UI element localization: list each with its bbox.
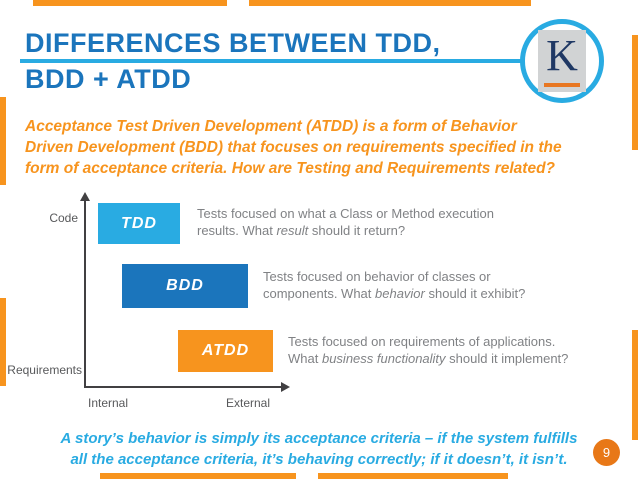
page-title-line1: DIFFERENCES BETWEEN TDD, — [25, 28, 441, 58]
x-axis-arrowhead-icon — [281, 382, 290, 392]
atdd-box: ATDD — [178, 330, 273, 372]
logo-letter-k: K — [546, 31, 578, 80]
border-dash-left-upper — [0, 97, 6, 185]
border-dash-left-lower — [0, 298, 6, 386]
title-underline — [20, 59, 522, 63]
intro-paragraph: Acceptance Test Driven Development (ATDD… — [25, 116, 562, 179]
takeaway-paragraph: A story’s behavior is simply its accepta… — [14, 428, 624, 470]
border-dash-bottom-left — [100, 473, 296, 479]
x-axis-label-internal: Internal — [88, 396, 129, 410]
bdd-box: BDD — [122, 264, 248, 308]
border-dash-top-right — [249, 0, 531, 6]
border-dash-right-upper — [632, 35, 638, 150]
y-axis-line — [84, 199, 86, 388]
tdd-description-line2: results. What result should it return? — [197, 223, 406, 238]
takeaway-line: all the acceptance criteria, it’s behavi… — [70, 451, 568, 468]
y-axis-arrowhead-icon — [80, 192, 90, 201]
bdd-description-line1: Tests focused on behavior of classes or — [263, 269, 491, 284]
logo-plate: K — [538, 30, 586, 92]
x-axis-line — [84, 386, 284, 388]
intro-line: Driven Development (BDD) that focuses on… — [25, 139, 562, 156]
atdd-description-line2: What business functionality should it im… — [288, 351, 569, 366]
intro-line: Acceptance Test Driven Development (ATDD… — [25, 118, 517, 135]
tdd-description: Tests focused on what a Class or Method … — [197, 205, 494, 239]
border-dash-bottom-right — [318, 473, 508, 479]
logo-orange-bar — [544, 83, 580, 87]
bdd-description-line2: components. What behavior should it exhi… — [263, 286, 526, 301]
border-dash-right-lower — [632, 330, 638, 440]
company-logo: K — [520, 19, 604, 103]
x-axis-label-external: External — [226, 396, 271, 410]
intro-line: form of acceptance criteria. How are Tes… — [25, 160, 556, 177]
border-dash-top-left — [33, 0, 227, 6]
atdd-description: Tests focused on requirements of applica… — [288, 333, 568, 367]
tdd-description-line1: Tests focused on what a Class or Method … — [197, 206, 494, 221]
page-number-badge: 9 — [593, 439, 620, 466]
tdd-box: TDD — [98, 203, 180, 244]
y-axis-label-requirements: Requirements — [7, 363, 82, 377]
page-title-line2: BDD + ATDD — [25, 64, 192, 94]
atdd-description-line1: Tests focused on requirements of applica… — [288, 334, 556, 349]
y-axis-label-code: Code — [49, 211, 78, 225]
bdd-description: Tests focused on behavior of classes or … — [263, 268, 525, 302]
takeaway-line: A story’s behavior is simply its accepta… — [60, 430, 578, 447]
